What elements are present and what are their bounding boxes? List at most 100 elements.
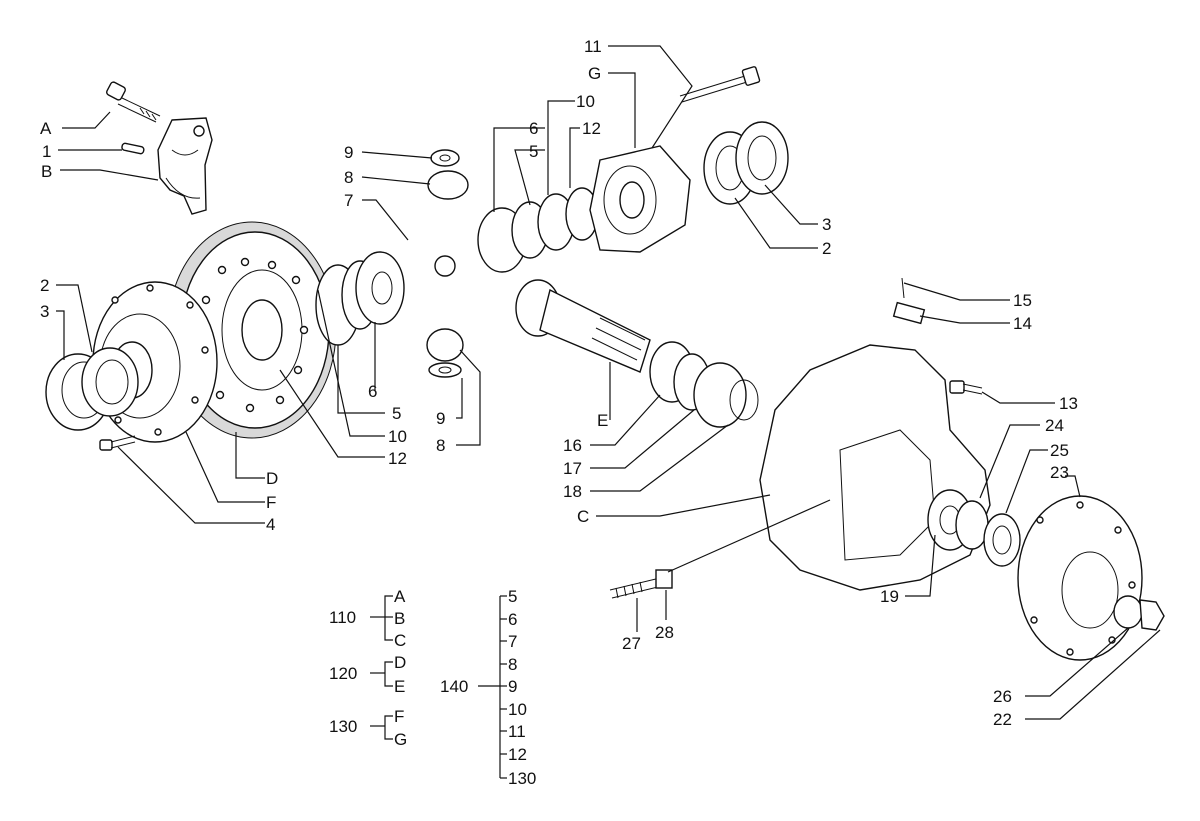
seal-24-25-parts	[955, 500, 1021, 567]
pinion-bearing-stack	[649, 341, 759, 428]
group-110-item: B	[394, 609, 405, 628]
callout-label: 16	[563, 436, 582, 455]
callout-label: 2	[822, 239, 831, 258]
callout-label: 6	[529, 119, 538, 138]
group-140-item: 5	[508, 587, 517, 606]
callout-label: 4	[266, 515, 275, 534]
drive-pinion-part	[515, 279, 651, 373]
callout-label: 15	[1013, 291, 1032, 310]
group-140-item: 10	[508, 700, 527, 719]
callout-label: 6	[368, 382, 377, 401]
group-110-bracket	[370, 595, 393, 641]
callout-label: B	[41, 162, 52, 181]
leader-8-lower	[456, 349, 481, 446]
callout-label: 2	[40, 276, 49, 295]
lower-pinion-part	[426, 328, 464, 378]
leader-23	[1065, 475, 1081, 498]
upper-pinion-part	[427, 149, 469, 200]
group-120-item: D	[394, 653, 406, 672]
leader-5-left	[337, 345, 385, 414]
callout-label: 18	[563, 482, 582, 501]
group-140-item: 8	[508, 655, 517, 674]
callout-label: 11	[584, 37, 602, 56]
leader-7	[362, 199, 409, 241]
callout-label: 28	[655, 623, 674, 642]
side-gear-stack-right	[477, 187, 599, 273]
right-bearing-part	[703, 121, 789, 205]
group-120-id: 120	[329, 664, 357, 683]
leader-b	[60, 169, 159, 181]
callout-label: 22	[993, 710, 1012, 729]
leader-14	[919, 315, 1010, 324]
leader-d	[235, 432, 265, 479]
leader-24	[979, 424, 1040, 499]
callout-label: F	[266, 493, 276, 512]
callout-label: 14	[1013, 314, 1032, 333]
leader-5-right	[514, 149, 545, 206]
group-140-bracket	[478, 595, 507, 779]
callout-label: 7	[344, 191, 353, 210]
callout-label: 24	[1045, 416, 1064, 435]
callout-label: 25	[1050, 441, 1069, 460]
leader-lines	[56, 45, 1161, 779]
callout-label: 8	[344, 168, 353, 187]
leader-12-right	[569, 127, 580, 188]
leader-12-left	[279, 369, 385, 458]
group-140-item: 9	[508, 677, 517, 696]
callout-label: 9	[344, 143, 353, 162]
group-120-bracket	[370, 661, 393, 687]
callout-label: D	[266, 469, 278, 488]
group-140-item: 130	[508, 769, 536, 788]
callout-label: E	[597, 411, 608, 430]
callout-label: 9	[436, 409, 445, 428]
leader-3-right	[764, 184, 818, 225]
nut-washer-part	[1113, 595, 1165, 631]
leader-18	[590, 424, 729, 492]
bolt-a-part	[106, 81, 161, 123]
callout-label: 10	[388, 427, 407, 446]
callout-label: 8	[436, 436, 445, 455]
leader-3-left	[56, 310, 65, 360]
bolt-11-part	[679, 66, 761, 103]
leader-c-stud	[667, 499, 831, 573]
side-gear-stack-left	[315, 251, 405, 346]
bolt-13-part	[949, 380, 983, 395]
callout-label: 5	[529, 142, 538, 161]
kit-groups-legend: 110 A B C 120 D E 130 F G 140 5 6 7 8 9 …	[329, 587, 536, 788]
leader-15	[903, 282, 1010, 301]
callout-label: 19	[880, 587, 899, 606]
leader-10-right	[547, 100, 575, 195]
leader-10-left	[317, 289, 385, 437]
callout-label: A	[40, 119, 52, 138]
leader-9-lower	[456, 378, 463, 419]
stud-nut-part	[609, 569, 673, 599]
callout-label: 1	[42, 142, 51, 161]
callout-label: 27	[622, 634, 641, 653]
leader-19	[905, 534, 936, 597]
callout-label: 5	[392, 404, 401, 423]
leader-2-left	[56, 284, 93, 353]
bearing-cap-b-part	[157, 117, 213, 215]
group-140-item: 12	[508, 745, 527, 764]
group-140-item: 7	[508, 632, 517, 651]
callout-label: G	[588, 64, 601, 83]
leader-2-right	[734, 197, 818, 249]
leader-13	[981, 391, 1055, 404]
callout-label: 23	[1050, 463, 1069, 482]
group-140-id: 140	[440, 677, 468, 696]
leader-17	[590, 409, 695, 469]
callout-label: 10	[576, 92, 595, 111]
leader-11	[608, 45, 693, 149]
differential-case-g-part	[589, 145, 691, 253]
group-130-item: F	[394, 707, 404, 726]
callout-label: 17	[563, 459, 582, 478]
leader-6-right	[493, 127, 545, 212]
group-110-id: 110	[329, 608, 356, 627]
callout-label: 13	[1059, 394, 1078, 413]
left-bearing-part	[45, 347, 139, 431]
callout-label: 12	[388, 449, 407, 468]
group-140-item: 11	[508, 722, 526, 741]
callout-label: C	[577, 507, 589, 526]
group-110-item: A	[394, 587, 406, 606]
